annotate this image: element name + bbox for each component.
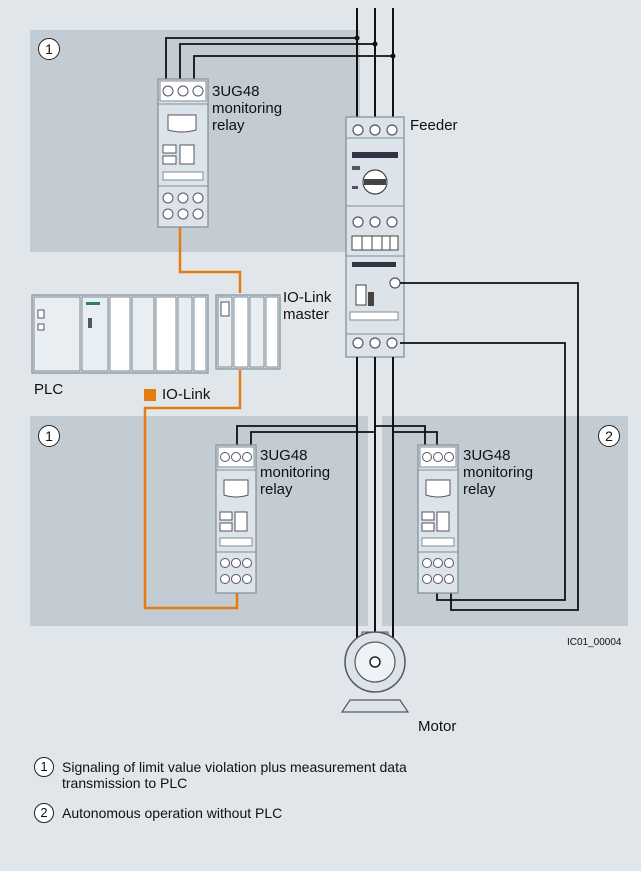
feeder-icon <box>345 116 405 358</box>
motor-label: Motor <box>418 718 457 735</box>
right-relay-wires <box>375 425 438 446</box>
motor-supply-lines <box>356 357 394 640</box>
plc-label: PLC <box>34 381 64 398</box>
legend-text-2: Autonomous operation without PLC <box>62 805 283 821</box>
legend-item-1: 1 Signaling of limit value violation plu… <box>34 757 594 793</box>
relay-icon-mid <box>215 444 257 594</box>
relay-icon-top <box>157 78 209 228</box>
feeder-aux-wires <box>400 282 579 611</box>
zone-badge-bottom-left: 1 <box>38 425 60 447</box>
legend-badge-1: 1 <box>34 757 54 777</box>
io-link-cables <box>143 226 242 610</box>
io-link-legend-label: IO-Link <box>162 386 211 403</box>
main-supply-lines <box>356 8 394 118</box>
mid-relay-wires <box>236 425 375 446</box>
legend-badge-2: 2 <box>34 803 54 823</box>
figure-id: IC01_00004 <box>567 637 622 648</box>
motor-icon <box>340 631 410 713</box>
relay-top-label: 3UG48 monitoring relay <box>212 83 283 134</box>
relay-icon-right <box>417 444 459 594</box>
io-link-master-label: IO-Link master <box>283 289 332 323</box>
zone-badge-top-left: 1 <box>38 38 60 60</box>
zone-panel-bottom-left <box>30 416 368 626</box>
relay-mid-label: 3UG48 monitoring relay <box>260 447 331 498</box>
zone-badge-bottom-right: 2 <box>598 425 620 447</box>
relay-right-label: 3UG48 monitoring relay <box>463 447 534 498</box>
plc-rack-icon <box>31 294 209 374</box>
io-link-master-icon <box>215 294 281 370</box>
wire-junctions-top <box>354 35 396 59</box>
io-link-legend-swatch <box>144 389 156 401</box>
legend-item-2: 2 Autonomous operation without PLC <box>34 803 594 823</box>
feeder-label: Feeder <box>410 117 458 134</box>
top-relay-wires <box>165 37 393 80</box>
legend-text-1: Signaling of limit value violation plus … <box>62 759 407 791</box>
